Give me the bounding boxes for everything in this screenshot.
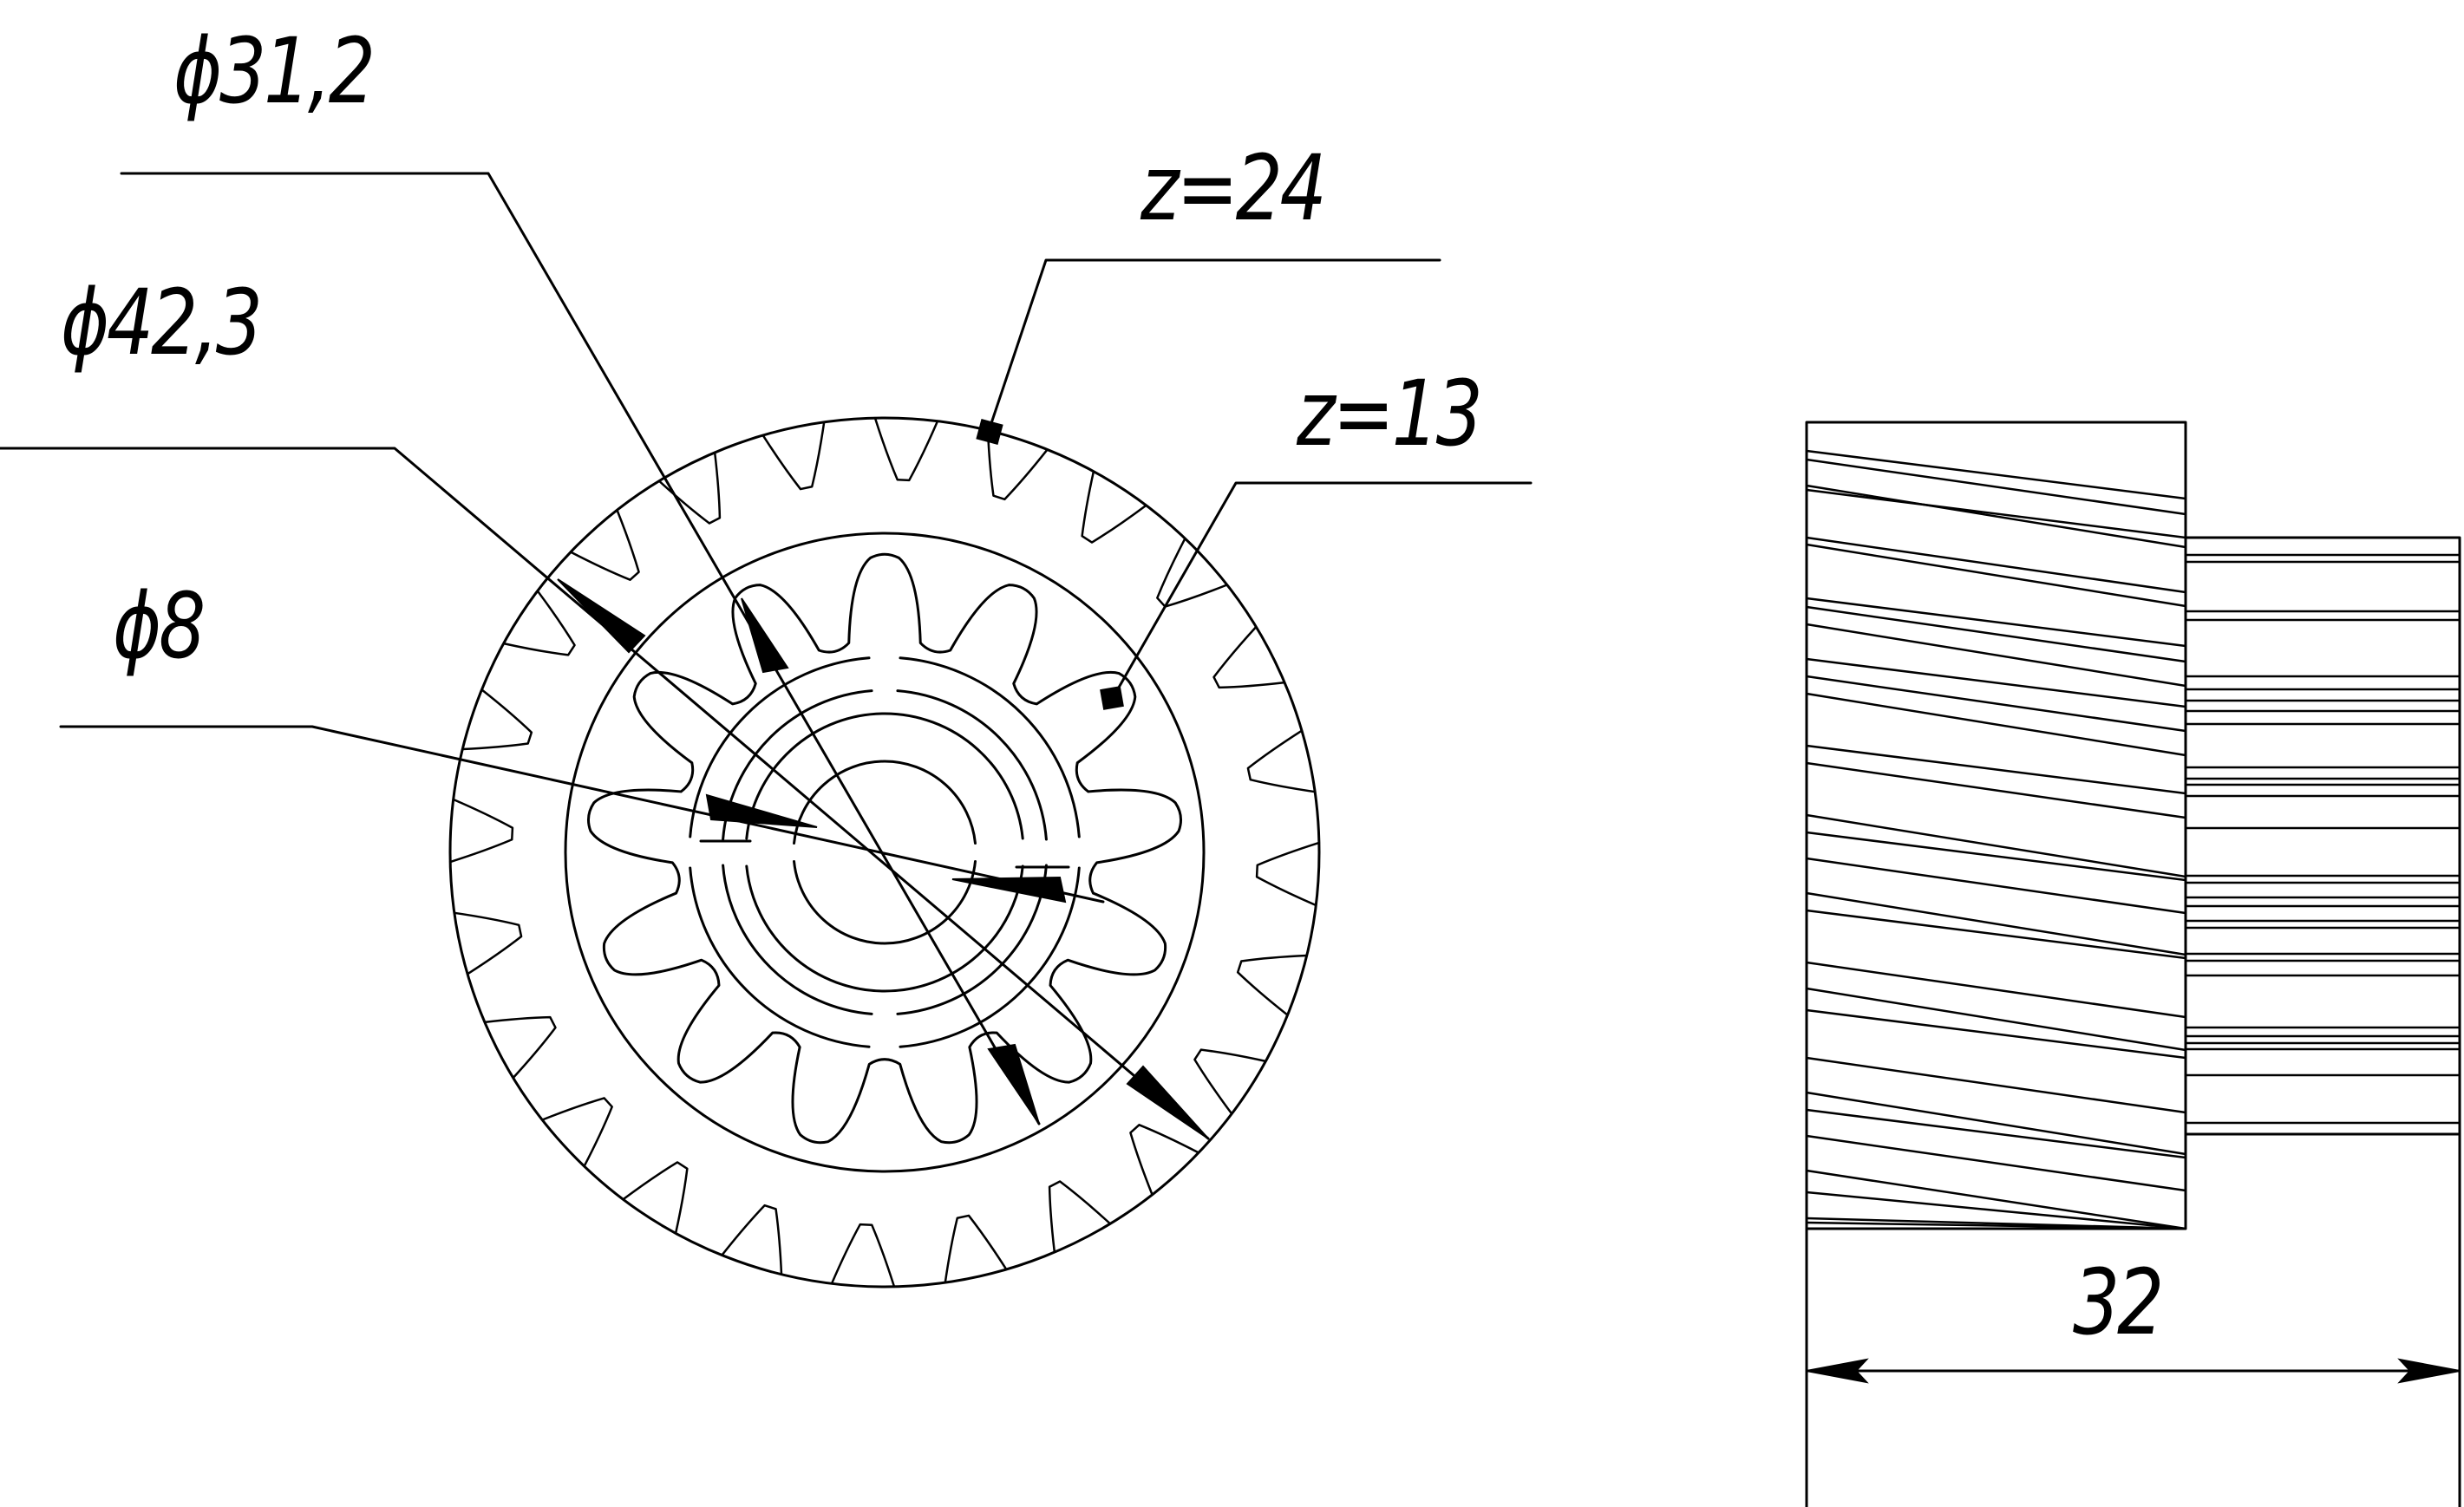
arrow-icon (1126, 1065, 1209, 1139)
inner-gear-teeth-13 (586, 552, 1183, 1145)
label-dia-31-2: ϕ31,2 (173, 18, 376, 124)
side-large-gear-body (1805, 421, 2187, 1230)
leader-z-24 (976, 258, 1441, 445)
inner-ring-circle (564, 532, 1206, 1173)
leader-dia-42-3 (0, 447, 1210, 1140)
arrow-icon (741, 597, 789, 674)
arrow-left-icon (1806, 1358, 1869, 1384)
label-z-13: z=13 (1297, 361, 1483, 466)
arrow-icon (951, 876, 1067, 904)
label-dia-8: ϕ8 (113, 573, 206, 679)
outer-gear-teeth-24 (448, 416, 1321, 1288)
leader-dia-8 (59, 725, 1105, 904)
arrow-icon (557, 578, 646, 654)
side-view-gear (1805, 421, 2461, 1507)
helical-teeth-lines (1805, 449, 2187, 1230)
front-view-gear (448, 416, 1321, 1288)
arrow-right-icon (2397, 1358, 2461, 1384)
label-z-24: z=24 (1140, 135, 1327, 241)
label-dia-42-3: ϕ42,3 (61, 270, 263, 375)
arrow-icon (705, 793, 818, 828)
spur-teeth-lines (2184, 553, 2461, 1125)
leader-dia-31-2 (120, 172, 1041, 1125)
side-small-gear-body (2184, 536, 2461, 1136)
leader-z-13 (1100, 481, 1533, 710)
arrow-icon (987, 1043, 1040, 1125)
outer-tip-circle (448, 416, 1321, 1288)
label-width-32: 32 (2073, 1249, 2164, 1355)
